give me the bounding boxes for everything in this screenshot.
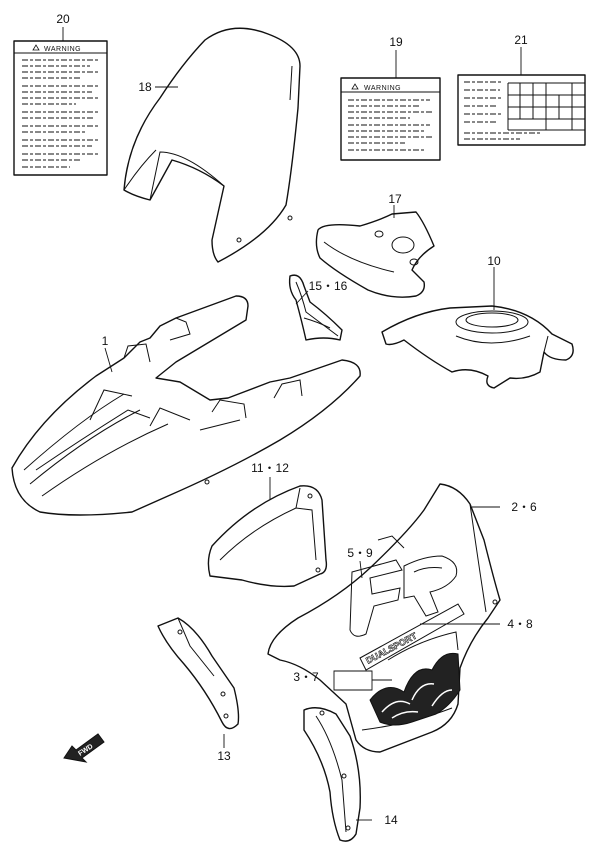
label-18: 18 [138,80,152,94]
label-13: 13 [217,749,231,763]
side-cover-11-12 [207,485,328,588]
flame-graphics-3-7 [369,631,461,726]
warning-triangle-icon [351,83,359,90]
info-label-21 [457,74,586,146]
label-15-16: 15・16 [309,279,348,293]
label-1: 1 [102,334,109,348]
label-10: 10 [487,254,501,268]
meter-cover-17 [315,211,435,298]
label-19: 19 [389,35,403,49]
emblem-5-9 [349,535,458,637]
warning-label-19: WARNING [340,77,441,161]
fwd-arrow-icon: FWD [63,733,105,763]
tail-cowl-1 [11,295,361,516]
lower-cover-14 [303,707,361,842]
label-2-6: 2・6 [511,500,537,514]
label-5-9: 5・9 [347,546,373,560]
label-3-7: 3・7 [293,670,319,684]
label-21: 21 [514,33,528,47]
label-4-8: 4・8 [507,617,533,631]
label-17: 17 [388,192,402,206]
bracket-13 [157,617,240,730]
tank-cover-10 [381,305,574,389]
warning-triangle-icon [32,44,40,51]
label-14: 14 [384,813,398,827]
label-20: 20 [56,12,70,26]
label-11-12: 11・12 [251,461,289,475]
warning-label-20: WARNING [13,40,108,176]
warning-title-19: WARNING [364,85,401,92]
bracket-15-16 [288,274,343,341]
windscreen-18 [123,27,301,263]
warning-title-20: WARNING [44,46,81,53]
